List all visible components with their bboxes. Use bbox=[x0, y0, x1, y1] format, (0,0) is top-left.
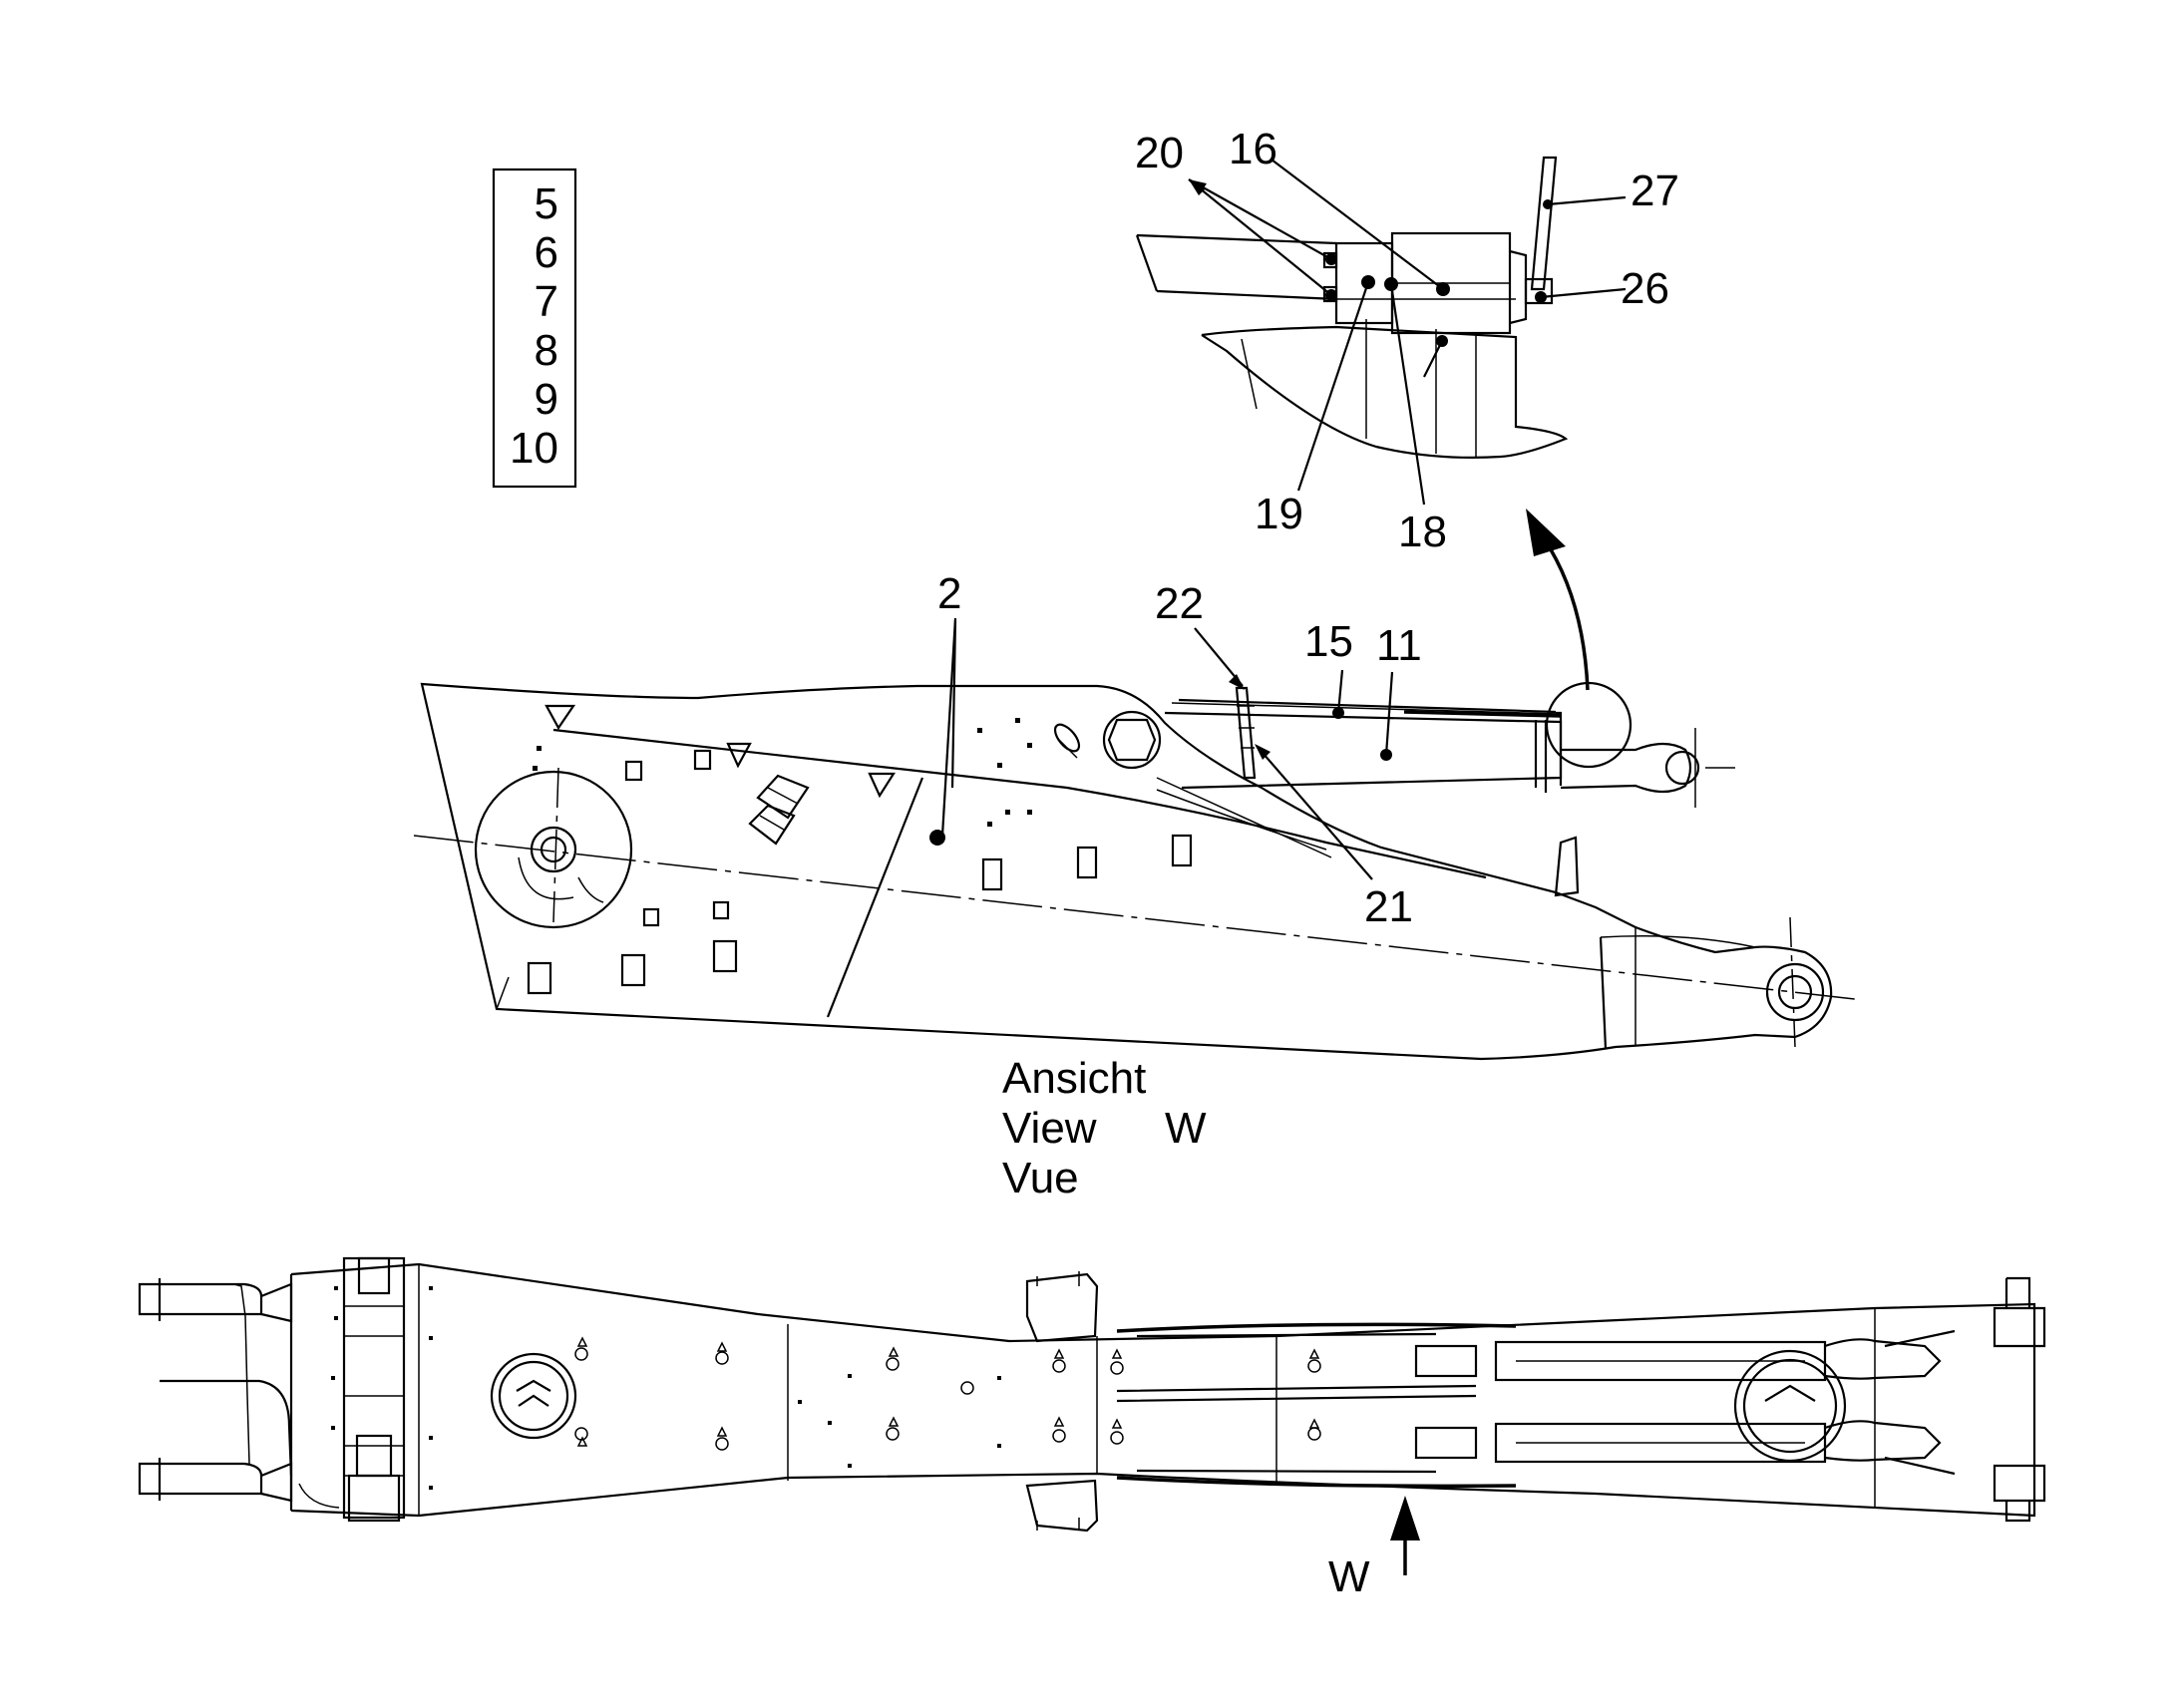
variant-item: 7 bbox=[535, 277, 558, 326]
caption-line-3: Vue bbox=[1002, 1154, 1079, 1202]
variant-list-box: 5 6 7 8 9 10 bbox=[492, 168, 577, 489]
callout-2: 2 bbox=[937, 569, 961, 618]
callout-11: 11 bbox=[1376, 621, 1422, 670]
caption-line-2: View bbox=[1002, 1104, 1097, 1153]
callout-26: 26 bbox=[1621, 264, 1669, 313]
detail-view: 20 16 27 26 19 18 bbox=[1135, 125, 1679, 556]
variant-item: 5 bbox=[535, 179, 558, 228]
callout-22: 22 bbox=[1155, 579, 1204, 628]
callout-21: 21 bbox=[1364, 882, 1413, 931]
boom-top-view bbox=[138, 1256, 2046, 1533]
view-arrow-icon bbox=[1390, 1496, 1420, 1540]
variant-item: 8 bbox=[535, 326, 558, 375]
callout-19: 19 bbox=[1255, 490, 1303, 538]
variant-item: 9 bbox=[535, 375, 558, 424]
caption-view-letter: W bbox=[1165, 1104, 1207, 1153]
variant-item: 10 bbox=[510, 424, 558, 473]
caption-line-1: Ansicht bbox=[1002, 1054, 1146, 1103]
view-arrow-label: W bbox=[1328, 1552, 1370, 1601]
callout-18: 18 bbox=[1398, 508, 1447, 556]
callout-20: 20 bbox=[1135, 129, 1184, 177]
variant-item: 6 bbox=[535, 228, 558, 277]
detail-arrow-icon bbox=[1526, 509, 1566, 556]
view-caption: Ansicht View Vue W bbox=[1002, 1054, 1207, 1202]
boom-side-view: 2 22 15 11 21 bbox=[413, 569, 1856, 1061]
callout-16: 16 bbox=[1229, 125, 1277, 173]
view-arrow: W bbox=[1328, 1496, 1420, 1601]
callout-27: 27 bbox=[1631, 167, 1679, 215]
callout-15: 15 bbox=[1304, 617, 1353, 666]
